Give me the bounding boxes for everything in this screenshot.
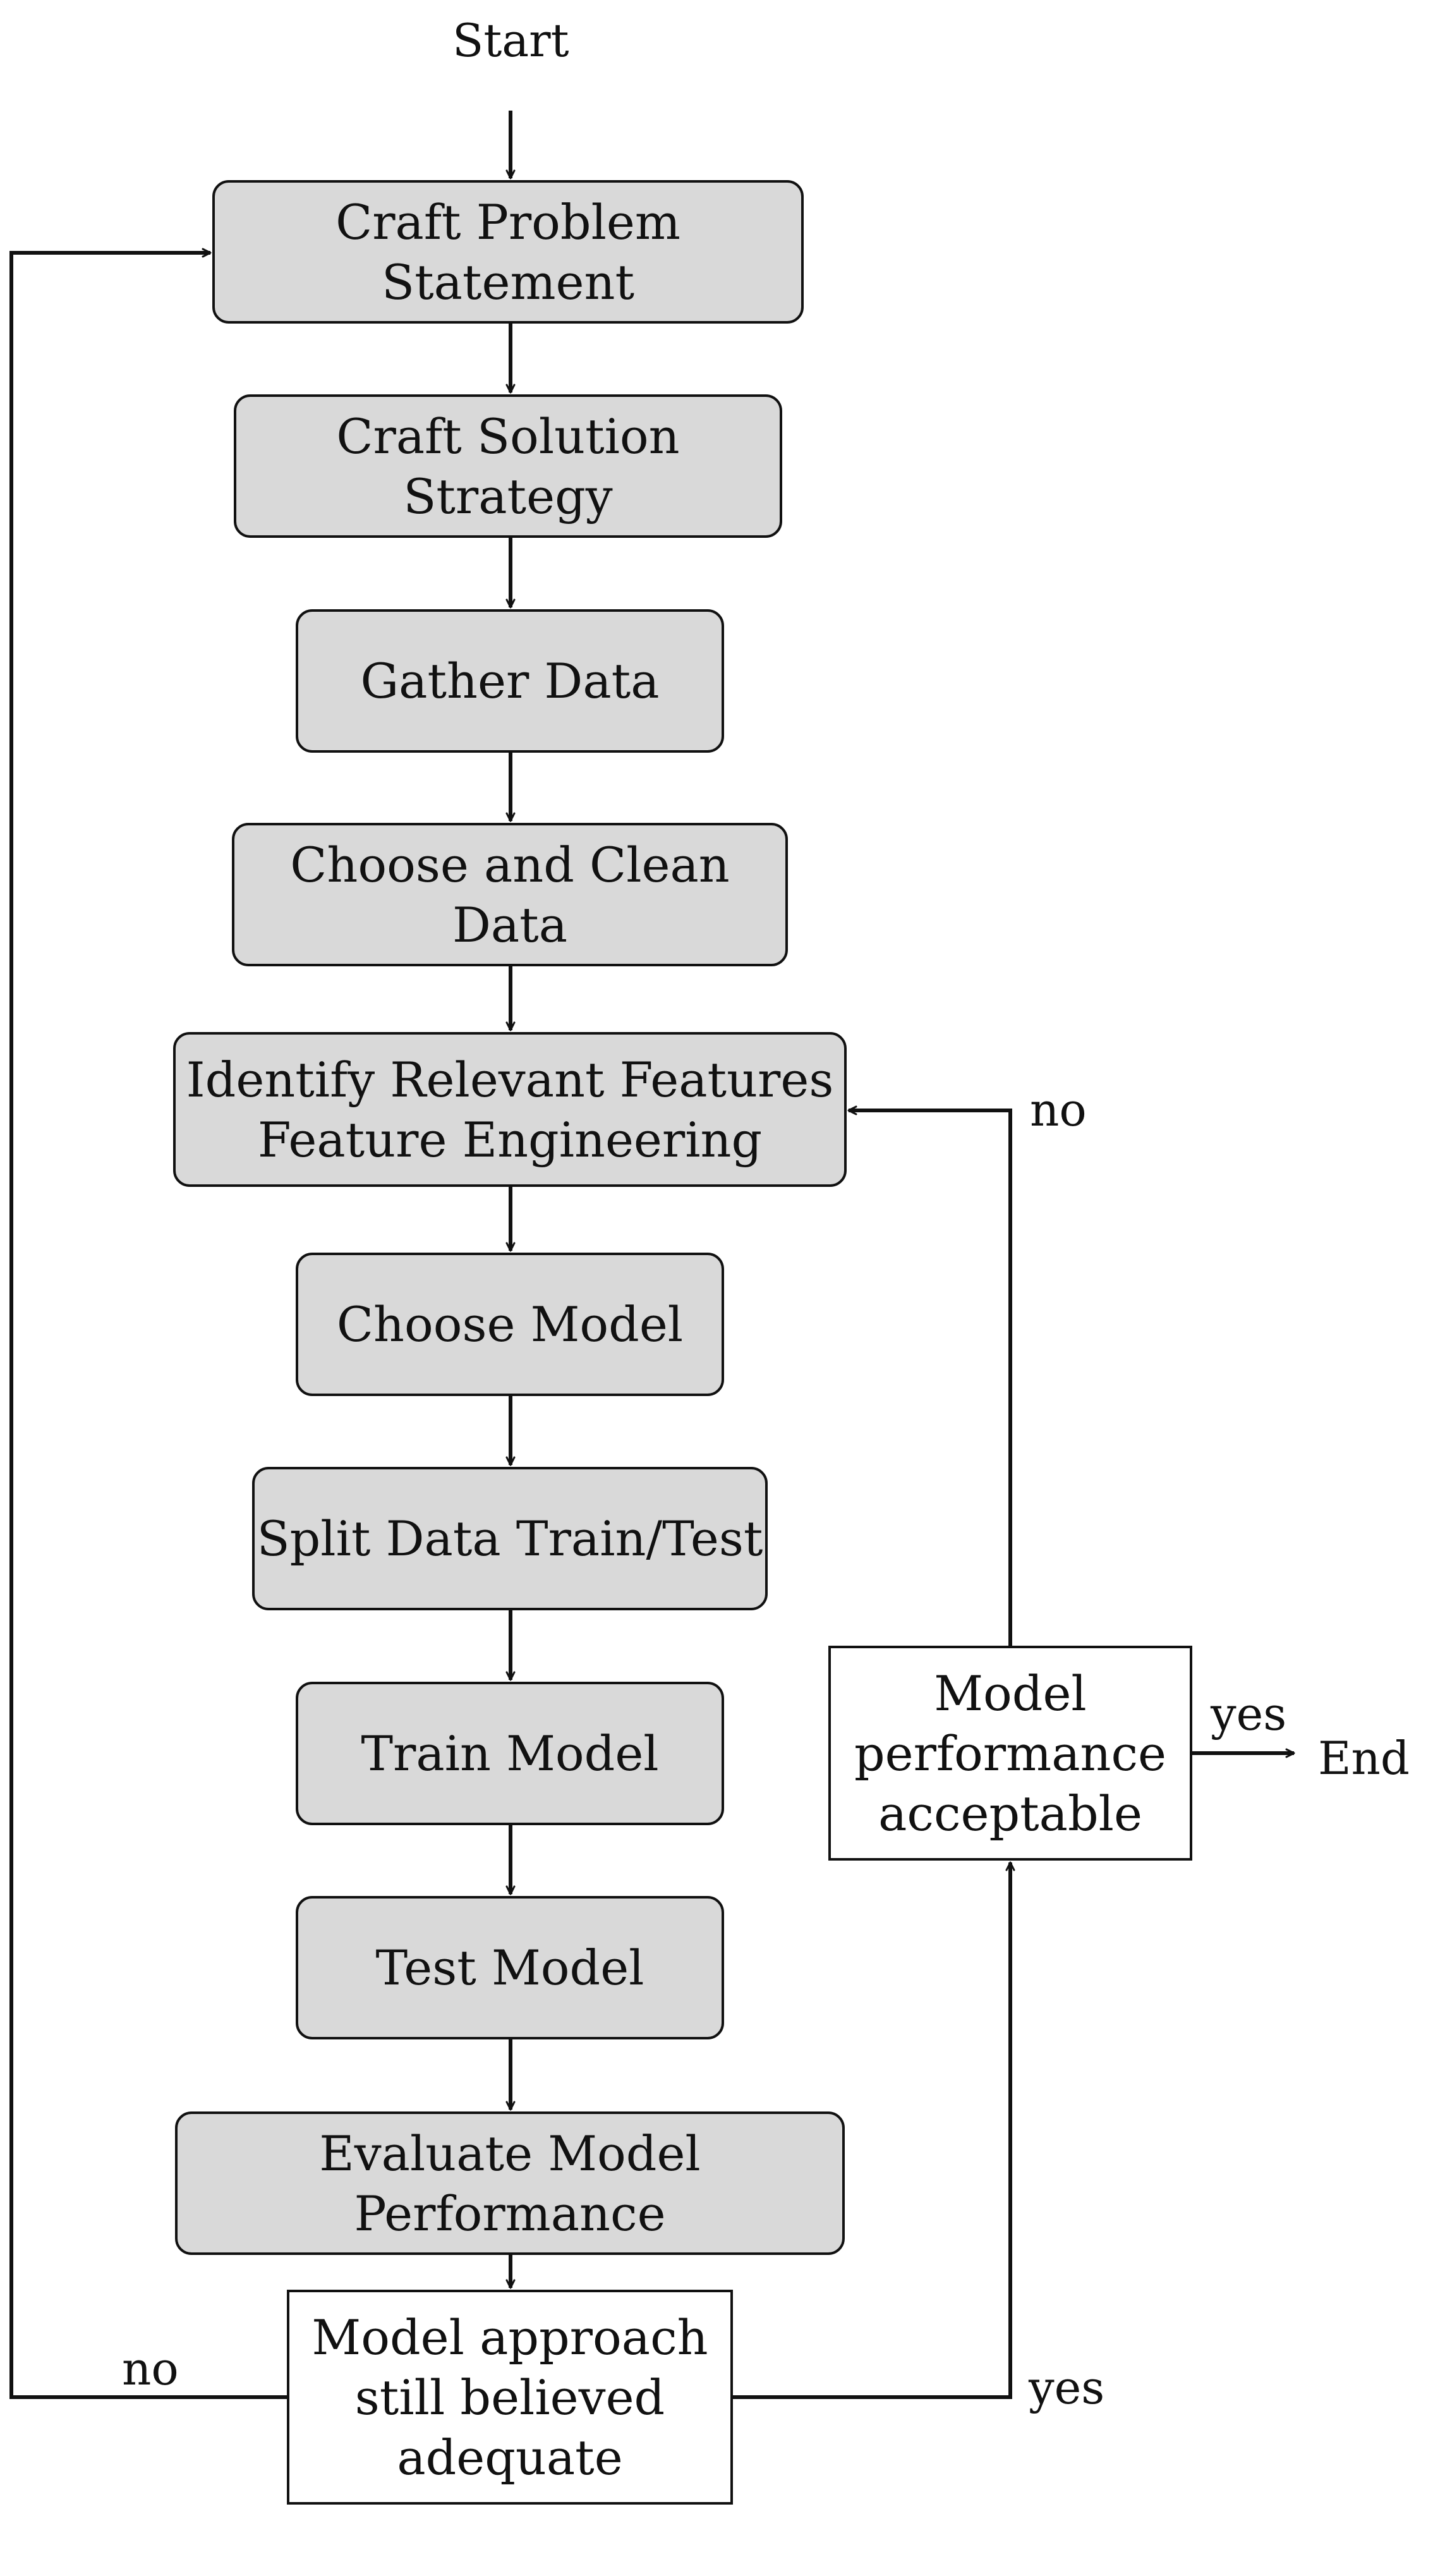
arrow-approach-yes [733,1861,1015,2399]
step-text: Gather Data [360,653,660,709]
decision-model-approach-adequate: Model approach still believed adequate [287,2290,733,2505]
step-choose-and-clean-data: Choose and Clean Data [232,823,788,966]
step-text: Craft Problem Statement [336,193,680,310]
approach-no-label: no [122,2342,179,2395]
step-text: Identify Relevant Features Feature Engin… [186,1051,834,1168]
step-identify-relevant-features: Identify Relevant Features Feature Engin… [173,1032,847,1187]
arrow-approach-no-loop [9,248,287,2399]
step-evaluate-model-performance: Evaluate Model Performance [175,2111,845,2255]
end-label: End [1318,1732,1410,1785]
start-label: Start [452,14,569,67]
performance-yes-label: yes [1211,1687,1287,1741]
step-split-data: Split Data Train/Test [252,1467,768,1610]
step-gather-data: Gather Data [296,609,724,753]
step-text: Craft Solution Strategy [336,408,680,525]
performance-no-label: no [1030,1083,1087,1136]
approach-yes-label: yes [1029,2361,1105,2414]
step-text: Train Model [361,1725,659,1782]
step-craft-problem-statement: Craft Problem Statement [212,180,804,324]
decision-model-performance-acceptable: Model performance acceptable [828,1646,1192,1861]
step-craft-solution-strategy: Craft Solution Strategy [234,394,782,538]
step-text: Choose and Clean Data [290,836,730,953]
step-choose-model: Choose Model [296,1253,724,1396]
decision-text: Model performance acceptable [854,1665,1167,1842]
step-test-model: Test Model [296,1896,724,2039]
step-text: Split Data Train/Test [257,1510,763,1567]
step-text: Choose Model [336,1296,684,1352]
step-text: Test Model [375,1940,644,1996]
step-text: Evaluate Model Performance [319,2125,701,2242]
step-train-model: Train Model [296,1682,724,1825]
arrow-performance-no [847,1105,1012,1646]
decision-text: Model approach still believed adequate [311,2309,708,2486]
